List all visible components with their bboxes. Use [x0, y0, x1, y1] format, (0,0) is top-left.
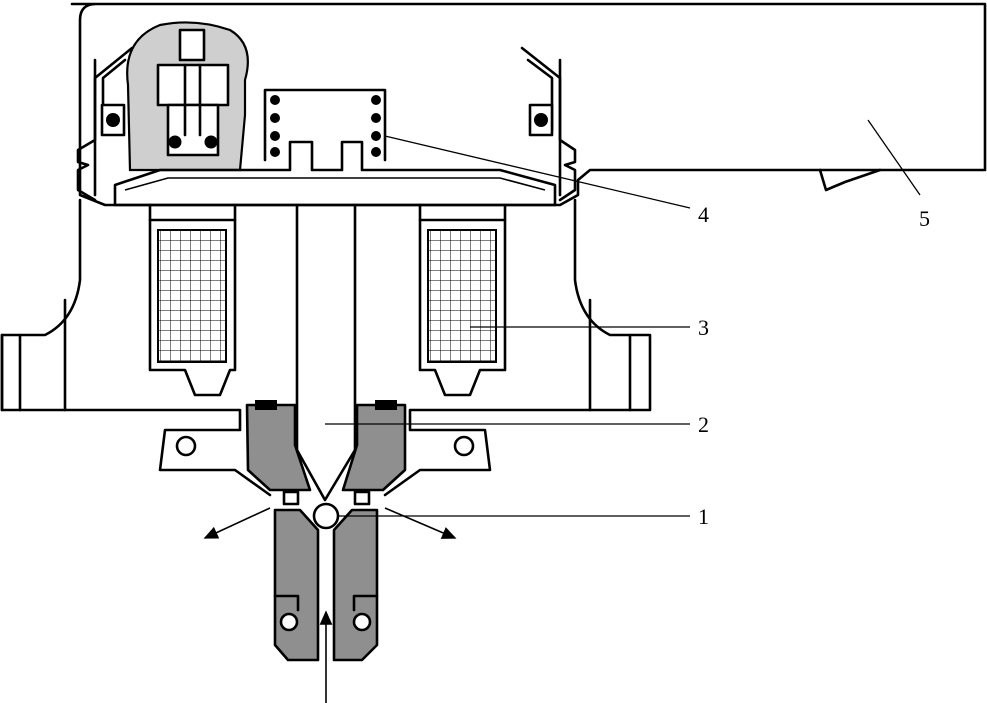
- valve-body: [0, 198, 652, 497]
- coil-left: [148, 203, 237, 397]
- o-ring-top-left: [100, 103, 126, 137]
- inlet-nozzle: [273, 508, 379, 662]
- electrical-connector: [126, 21, 249, 172]
- ball-valve-1: [282, 490, 371, 530]
- spring-chamber: [263, 88, 387, 162]
- callout-label-1: 1: [698, 504, 709, 529]
- callout-label-4: 4: [698, 202, 709, 227]
- callout-label-5: 5: [919, 206, 930, 231]
- coil-right-3: [418, 203, 507, 397]
- spring-4: [270, 95, 381, 157]
- valve-seat-right: [341, 400, 407, 492]
- callout-label-3: 3: [698, 315, 709, 340]
- o-ring-top-right: [528, 103, 554, 137]
- flow-arrows: [203, 507, 457, 703]
- plunger-2: [295, 203, 357, 502]
- callout-label-2: 2: [698, 412, 709, 437]
- leader-lines: [325, 119, 921, 517]
- valve-seat-left: [245, 400, 312, 492]
- armature-plate: [113, 140, 557, 207]
